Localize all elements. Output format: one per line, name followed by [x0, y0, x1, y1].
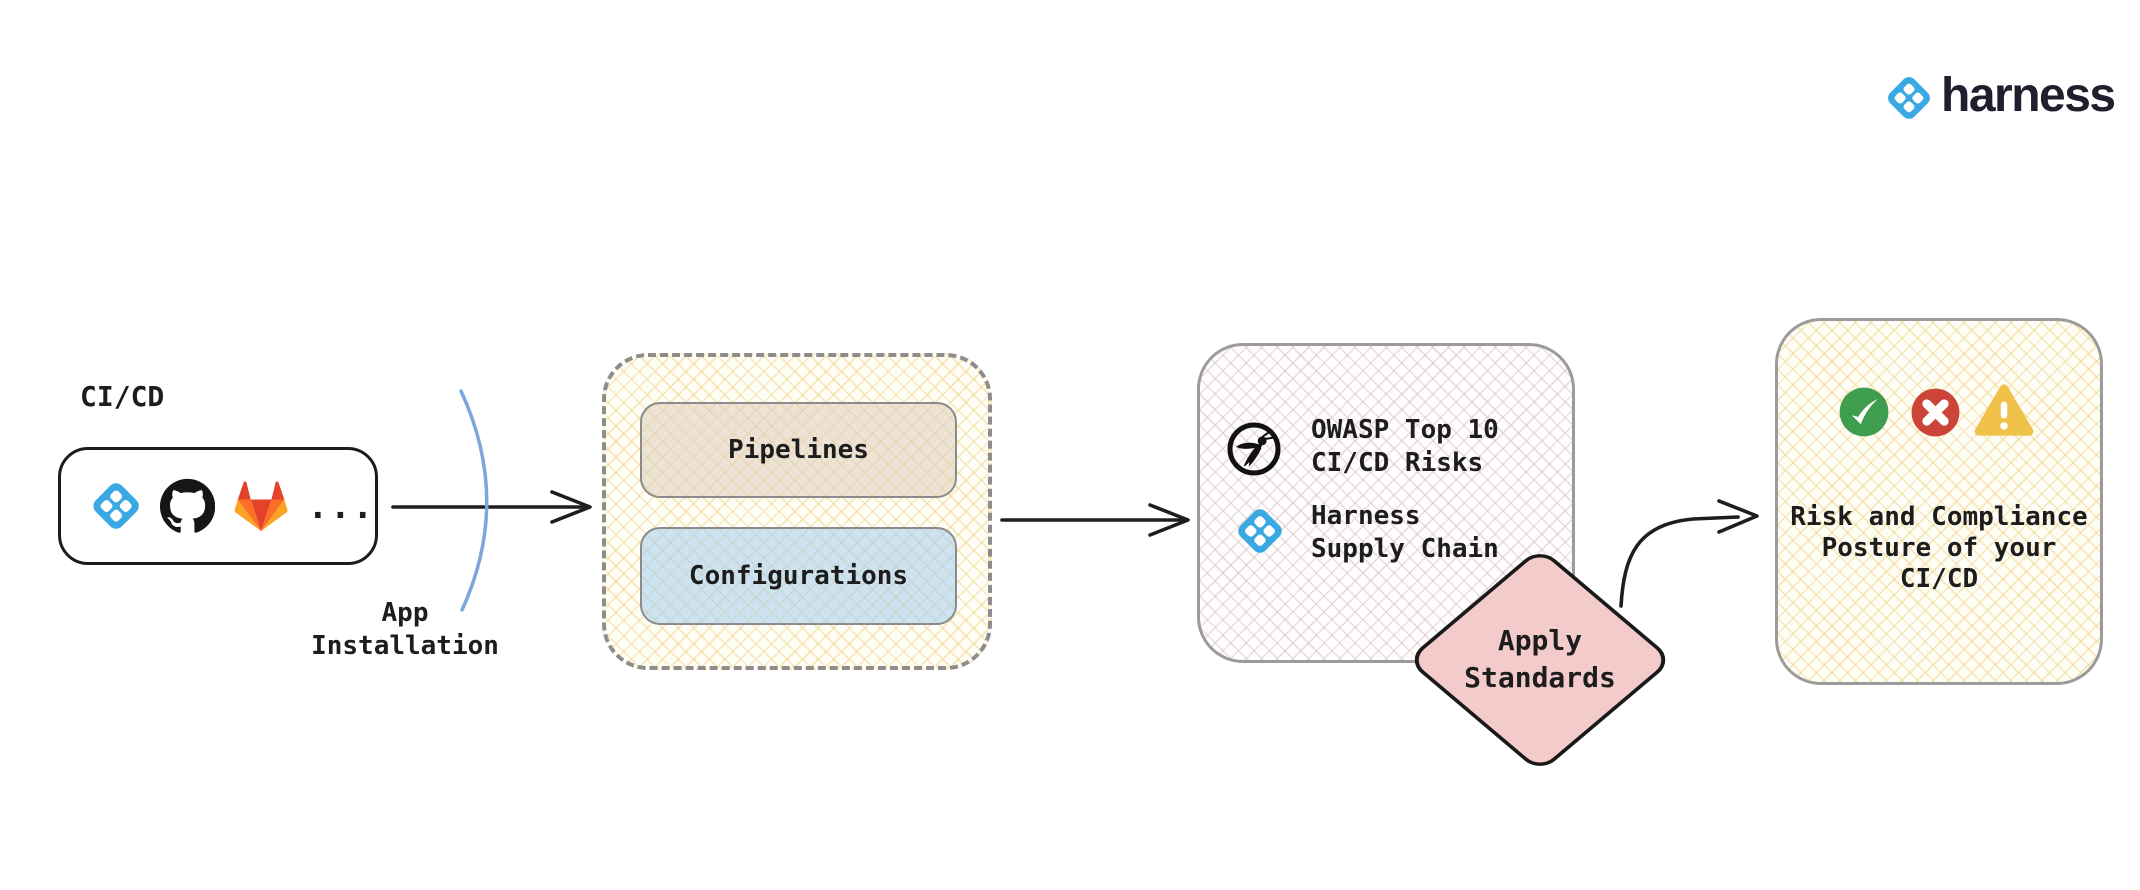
pipelines-label: Pipelines	[728, 435, 869, 465]
cross-icon	[1911, 388, 1960, 437]
app-installation-label: App Installation	[311, 598, 499, 661]
harness-icon	[93, 483, 139, 529]
owasp-icon	[1227, 422, 1281, 476]
check-icon	[1839, 387, 1889, 437]
arrow-apply-to-posture	[1619, 515, 1740, 608]
apply-standards-label: Apply Standards	[1464, 624, 1616, 694]
more-providers-ellipsis: ...	[307, 487, 376, 527]
harness-supply-chain-label: Harness Supply Chain	[1311, 501, 1499, 564]
app-installation-arc	[459, 389, 489, 612]
owasp-top10-label: OWASP Top 10 CI/CD Risks	[1311, 415, 1499, 478]
harness-brand-name: harness	[1941, 69, 2116, 122]
arrow-ingest-to-standards-head	[1148, 503, 1190, 537]
configurations-node: Configurations	[640, 527, 957, 625]
arrow-apply-to-posture-head	[1717, 499, 1759, 534]
github-icon	[160, 478, 216, 533]
pipelines-node: Pipelines	[640, 402, 957, 498]
posture-label: Risk and Compliance Posture of your CI/C…	[1790, 502, 2088, 594]
arrow-source-to-ingest-head	[550, 490, 592, 524]
cicd-source-box: ...	[58, 447, 378, 565]
harness-brand-logo: harness	[1884, 69, 2116, 124]
harness-logo-icon	[1888, 77, 1930, 119]
configurations-label: Configurations	[688, 561, 909, 591]
cicd-source-title: CI/CD	[80, 380, 165, 413]
harness-icon	[1238, 509, 1282, 553]
posture-box	[1775, 318, 2103, 685]
warning-icon	[1974, 384, 2034, 436]
gitlab-icon	[235, 481, 288, 532]
